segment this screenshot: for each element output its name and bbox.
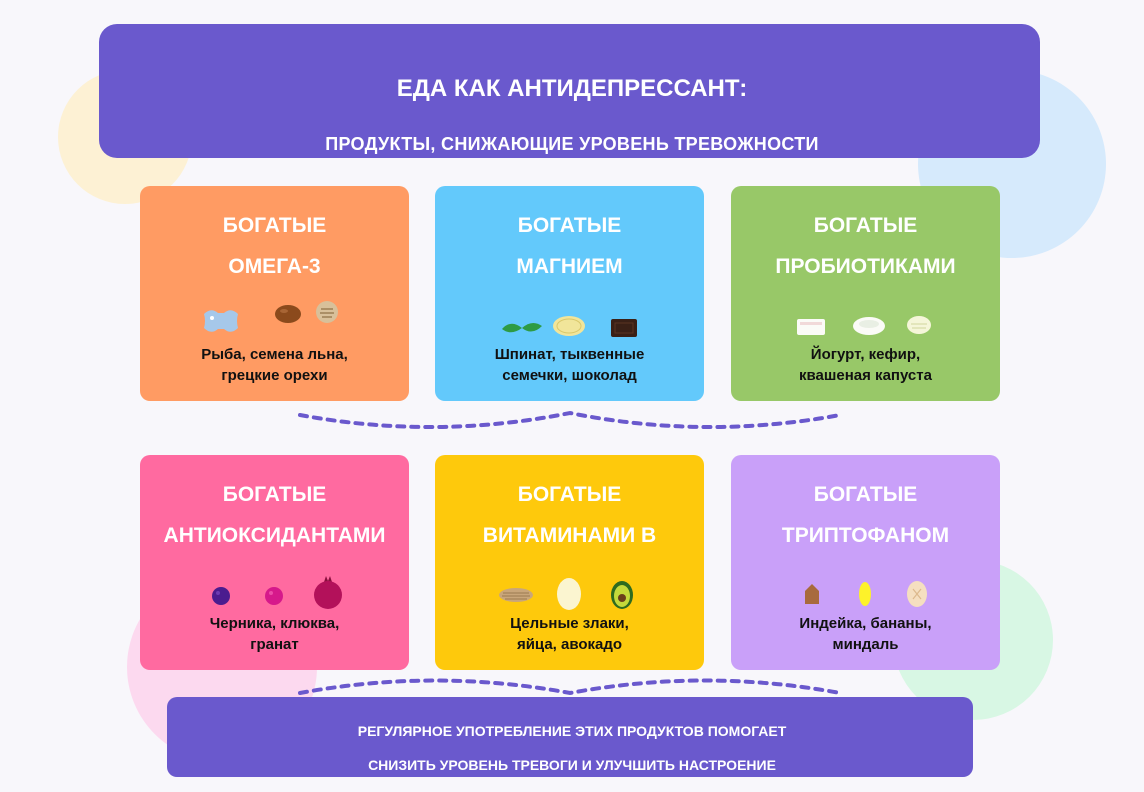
card-title-line2: ОМЕГА-3 bbox=[228, 255, 321, 278]
kefir-icon bbox=[853, 317, 885, 335]
card-title-line1: БОГАТЫЕ bbox=[813, 214, 918, 237]
card-title-line2: ПРОБИОТИКАМИ bbox=[775, 255, 956, 278]
avocado-icon bbox=[611, 581, 633, 609]
pomegranate-icon bbox=[314, 576, 342, 609]
flax-seed-icon bbox=[275, 305, 301, 323]
card-description-line2: квашеная капуста bbox=[799, 367, 932, 384]
connector-lower bbox=[298, 678, 842, 696]
card-description-line2: грецкие орехи bbox=[221, 367, 328, 384]
card-description-line2: миндаль bbox=[832, 636, 899, 653]
page-subtitle: ПРОДУКТЫ, СНИЖАЮЩИЕ УРОВЕНЬ ТРЕВОЖНОСТИ bbox=[325, 134, 819, 154]
card-description-line1: Черника, клюква, bbox=[209, 615, 340, 632]
footer-banner bbox=[167, 697, 973, 777]
card-description-line1: Йогурт, кефир, bbox=[810, 346, 921, 363]
footer-line2: СНИЗИТЬ УРОВЕНЬ ТРЕВОГИ И УЛУЧШИТЬ НАСТР… bbox=[368, 757, 776, 773]
cranberry-icon bbox=[265, 587, 283, 605]
header-banner bbox=[99, 24, 1040, 158]
card-vitamin-b: БОГАТЫЕ ВИТАМИНАМИ B Цельные злаки, яйца… bbox=[435, 455, 704, 670]
page-title: ЕДА КАК АНТИДЕПРЕССАНТ: bbox=[396, 75, 748, 102]
card-magnesium: БОГАТЫЕ МАГНИЕМ Шпинат, тыквенные семечк… bbox=[435, 186, 704, 401]
pumpkin-seed-icon bbox=[553, 316, 585, 336]
almond-icon bbox=[907, 581, 927, 607]
sauerkraut-icon bbox=[907, 316, 931, 334]
fish-icon bbox=[204, 310, 238, 332]
card-description-line1: Индейка, бананы, bbox=[799, 615, 932, 632]
yogurt-icon bbox=[797, 319, 825, 335]
card-description-line2: гранат bbox=[250, 636, 299, 653]
card-description-line2: яйца, авокадо bbox=[516, 636, 623, 653]
card-title-line2: АНТИОКСИДАНТАМИ bbox=[163, 524, 386, 547]
card-title-line1: БОГАТЫЕ bbox=[813, 483, 918, 506]
card-omega3: БОГАТЫЕ ОМЕГА-3 Рыба, семена льна, грецк… bbox=[140, 186, 409, 401]
turkey-icon bbox=[805, 584, 819, 604]
spinach-leaf-icon bbox=[502, 322, 542, 333]
card-title-line1: БОГАТЫЕ bbox=[222, 483, 327, 506]
card-description-line2: семечки, шоколад bbox=[502, 367, 637, 384]
card-title-line2: ВИТАМИНАМИ B bbox=[482, 524, 657, 547]
card-description-line1: Рыба, семена льна, bbox=[201, 346, 348, 363]
card-description-line1: Цельные злаки, bbox=[510, 615, 629, 632]
banana-icon bbox=[859, 582, 871, 606]
footer-line1: РЕГУЛЯРНОЕ УПОТРЕБЛЕНИЕ ЭТИХ ПРОДУКТОВ П… bbox=[357, 723, 787, 739]
egg-icon bbox=[557, 578, 581, 610]
card-description-line1: Шпинат, тыквенные bbox=[494, 346, 645, 363]
blueberry-icon bbox=[212, 587, 230, 605]
card-antioxidants: БОГАТЫЕ АНТИОКСИДАНТАМИ Черника, клюква,… bbox=[140, 455, 409, 670]
card-title-line1: БОГАТЫЕ bbox=[517, 214, 622, 237]
chocolate-icon bbox=[611, 319, 637, 337]
card-title-line1: БОГАТЫЕ bbox=[222, 214, 327, 237]
connector-upper bbox=[298, 410, 842, 430]
card-title-line1: БОГАТЫЕ bbox=[517, 483, 622, 506]
card-title-line2: ТРИПТОФАНОМ bbox=[781, 524, 950, 547]
card-tryptophan: БОГАТЫЕ ТРИПТОФАНОМ Индейка, бананы, мин… bbox=[731, 455, 1000, 670]
card-probiotics: БОГАТЫЕ ПРОБИОТИКАМИ Йогурт, кефир, кваш… bbox=[731, 186, 1000, 401]
whole-grain-icon bbox=[499, 588, 533, 602]
card-title-line2: МАГНИЕМ bbox=[516, 255, 623, 278]
walnut-icon bbox=[316, 301, 338, 323]
